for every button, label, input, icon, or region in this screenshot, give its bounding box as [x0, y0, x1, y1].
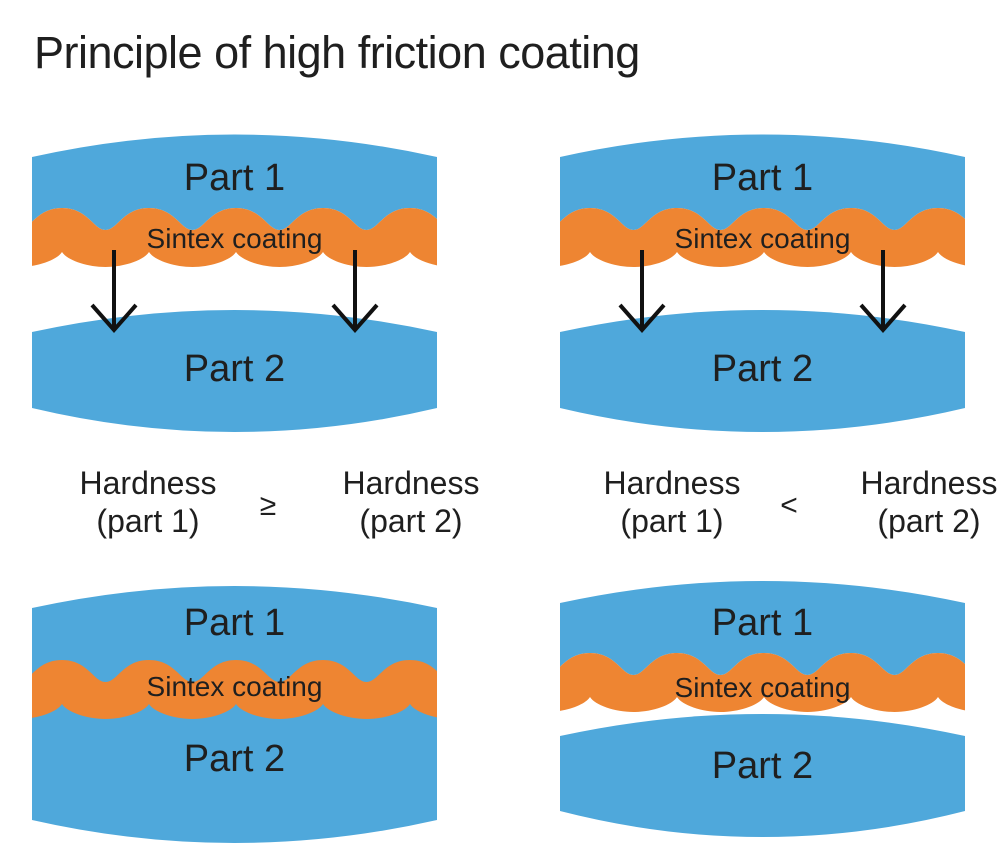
- hardness-word: Hardness: [860, 465, 998, 501]
- hardness-lhs-right: Hardness (part 1): [604, 464, 741, 540]
- coating-wave-shape: [32, 660, 437, 719]
- part1-label: Part 1: [184, 157, 285, 199]
- coating-wave-shape: [560, 208, 965, 267]
- part1-shape: [560, 134, 965, 230]
- assembly-shape: [32, 586, 437, 843]
- part1-shape: [560, 581, 965, 675]
- hardness-rhs-left: Hardness (part 2): [343, 464, 480, 540]
- part1-label: Part 1: [712, 602, 813, 644]
- page-title: Principle of high friction coating: [34, 27, 640, 78]
- hardness-lhs-left: Hardness (part 1): [80, 464, 217, 540]
- press-arrows: [90, 250, 379, 334]
- operator-gte: ≥: [259, 489, 277, 522]
- hardness-word: Hardness: [79, 465, 217, 501]
- part2-label: Part 2: [712, 745, 813, 787]
- coating-label: Sintex coating: [675, 223, 851, 254]
- hardness-part-ref: (part 2): [877, 503, 981, 539]
- part1-label: Part 1: [712, 157, 813, 199]
- hardness-word: Hardness: [342, 465, 480, 501]
- diagram-bottom-left: Part 1 Sintex coating Part 2: [32, 586, 437, 843]
- hardness-part-ref: (part 2): [359, 503, 463, 539]
- part2-label: Part 2: [712, 348, 813, 390]
- coating-wave-shape: [560, 653, 965, 712]
- part2-shape: [560, 310, 965, 432]
- part2-shape: [32, 310, 437, 432]
- operator-lt: <: [780, 489, 798, 522]
- coating-wave-shape: [32, 208, 437, 267]
- diagram-top-right: Part 1 Sintex coating Part 2: [560, 134, 965, 432]
- part1-label: Part 1: [184, 602, 285, 644]
- hardness-part-ref: (part 1): [96, 503, 200, 539]
- press-arrows: [618, 250, 907, 334]
- hardness-rhs-right: Hardness (part 2): [861, 464, 998, 540]
- part2-shape: [560, 714, 965, 837]
- part2-label: Part 2: [184, 348, 285, 390]
- diagram-bottom-right: Part 1 Sintex coating Part 2: [560, 581, 965, 837]
- part2-label: Part 2: [184, 738, 285, 780]
- coating-label: Sintex coating: [147, 223, 323, 254]
- coating-label: Sintex coating: [147, 671, 323, 702]
- part1-shape: [32, 134, 437, 230]
- diagram-top-left: Part 1 Sintex coating Part 2: [32, 134, 437, 432]
- coating-label: Sintex coating: [675, 672, 851, 703]
- hardness-word: Hardness: [603, 465, 741, 501]
- hardness-part-ref: (part 1): [620, 503, 724, 539]
